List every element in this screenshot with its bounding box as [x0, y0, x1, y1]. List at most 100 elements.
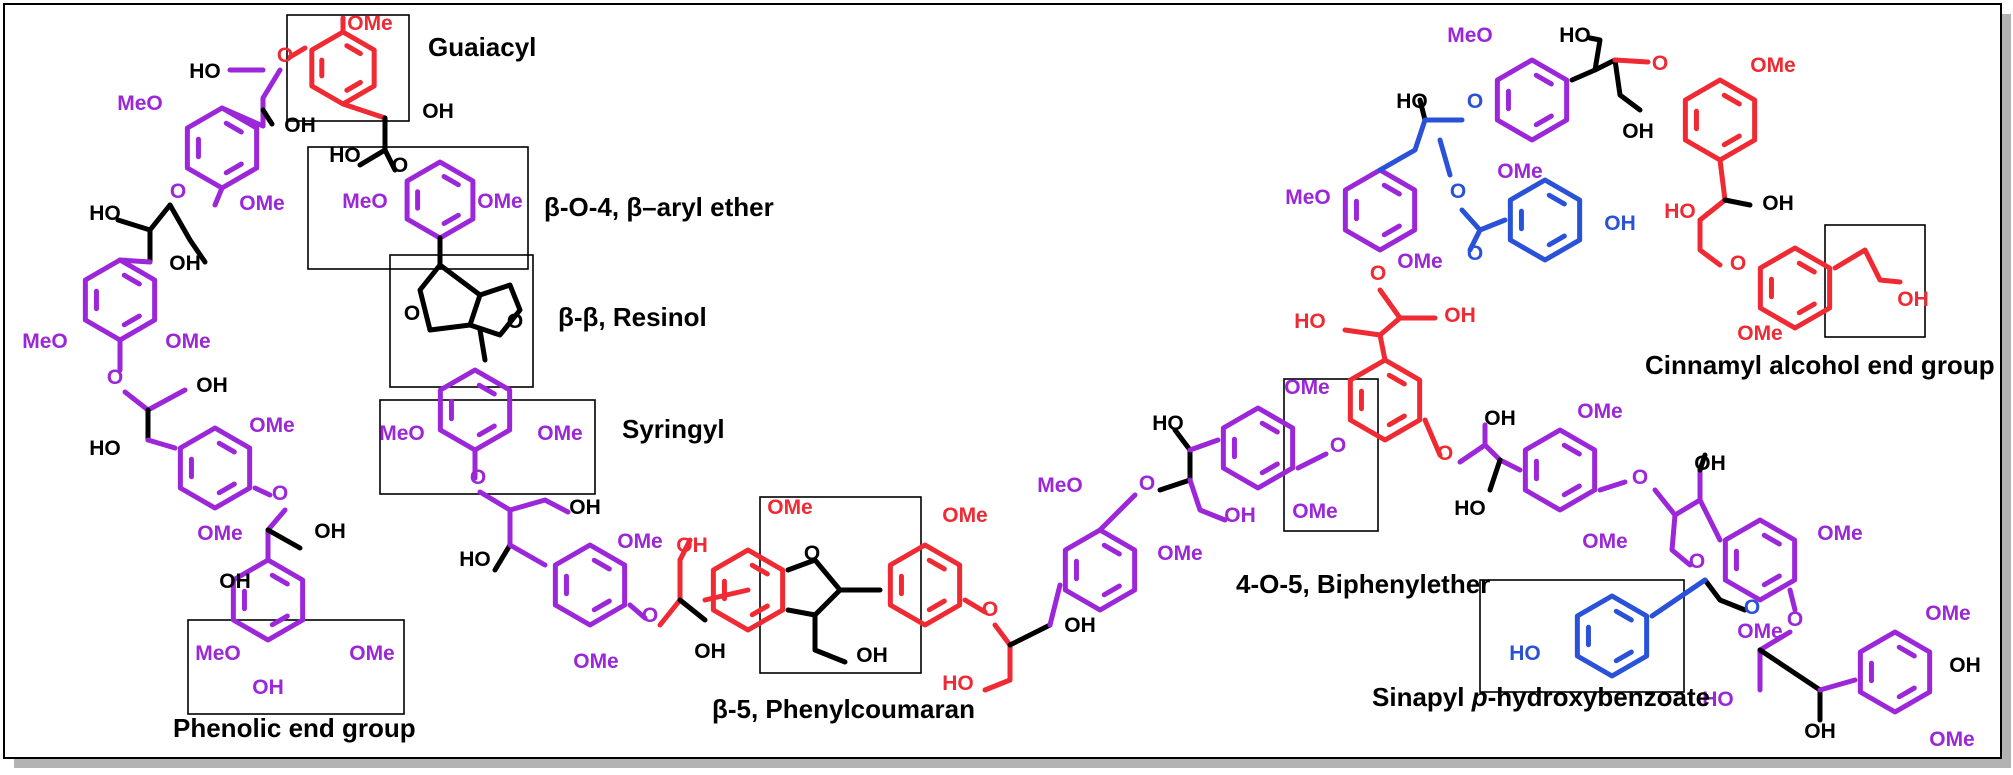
- bond-chain: [1487, 457, 1503, 493]
- ome-center: OMe: [617, 530, 663, 553]
- o-lower-b: O: [1787, 608, 1803, 631]
- double-bond: [1546, 233, 1567, 248]
- bond-chain: [117, 257, 153, 265]
- phenolic-end-ring: [230, 557, 306, 643]
- o-upper: O: [1370, 262, 1386, 285]
- hydroxybenzoate-ring-lower: [1574, 593, 1650, 679]
- meo-syr: MeO: [379, 422, 425, 445]
- syringyl-ring-4o5-mid: [1220, 405, 1296, 491]
- bond-chain: [467, 282, 523, 338]
- bond-chain: [1697, 452, 1708, 473]
- oh-lower-b: OH: [1694, 452, 1726, 475]
- bond-chain: [265, 527, 303, 551]
- beta-o-4-box: [307, 146, 529, 270]
- bond-chain: [1817, 677, 1858, 693]
- meo-b4: MeO: [342, 190, 388, 213]
- double-bond: [344, 79, 363, 93]
- bond-chain: [212, 185, 225, 208]
- oh-end: OH: [252, 676, 284, 699]
- ome-lower-a2: OMe: [1582, 530, 1628, 553]
- o-2: O: [107, 366, 123, 389]
- double-bond: [216, 481, 237, 496]
- oh-guaiacyl-chain: OH: [422, 100, 454, 123]
- bond-chain: [1597, 479, 1628, 493]
- o-coumaran: O: [804, 542, 820, 565]
- bond-chain: [1697, 217, 1723, 268]
- bond-chain: [1612, 57, 1643, 113]
- double-bond: [749, 562, 770, 577]
- meo-end: MeO: [195, 642, 241, 665]
- bond-chain: [1097, 492, 1138, 533]
- double-bond: [1386, 413, 1407, 428]
- meo-upper: MeO: [1285, 186, 1331, 209]
- double-bond: [216, 440, 237, 455]
- double-bond: [1761, 573, 1782, 588]
- ome-1: OMe: [239, 192, 285, 215]
- label-beta-beta: β-β, Resinol: [558, 302, 707, 332]
- ome-3: OMe: [249, 414, 295, 437]
- ome-coumaran: OMe: [767, 496, 813, 519]
- bond-chain: [1007, 622, 1053, 648]
- double-bond: [926, 557, 947, 572]
- oh-lower-a: OH: [1484, 407, 1516, 430]
- ome-guaiacyl-top: OMe: [347, 12, 393, 35]
- ome-lower-b: OMe: [1817, 522, 1863, 545]
- ome-cinnamyl: OMe: [1737, 322, 1783, 345]
- oh-center: OH: [694, 640, 726, 663]
- double-bond: [1381, 182, 1402, 197]
- double-bond: [269, 613, 290, 628]
- o-center: O: [642, 604, 658, 627]
- bond-chain: [1295, 451, 1329, 471]
- oh-2: OH: [169, 252, 201, 275]
- phenylcoumaran-box: [759, 496, 922, 674]
- bond-chain: [982, 677, 1013, 693]
- double-bond: [1796, 301, 1817, 316]
- bond-chain: [627, 602, 648, 621]
- ome-upper: OMe: [1397, 250, 1443, 273]
- bond-chain: [1417, 97, 1428, 123]
- oh-4b: OH: [314, 520, 346, 543]
- bond-chain: [812, 612, 848, 665]
- double-bond: [441, 212, 461, 227]
- bond-chain: [1787, 587, 1798, 613]
- ho-lower-c: HO: [1702, 688, 1734, 711]
- bond-chain: [1377, 287, 1403, 321]
- label-sinapyl: Sinapyl p-hydroxybenzoate: [1372, 682, 1710, 712]
- bond-chain: [1172, 427, 1193, 453]
- ome-4o5-mid-b: OMe: [1292, 500, 1338, 523]
- syringyl-ring-center: [552, 542, 628, 628]
- oh-red-chain: OH: [1762, 192, 1794, 215]
- bond-chain: [677, 537, 693, 563]
- double-bond: [1721, 133, 1742, 148]
- bond-chain: [1047, 582, 1063, 628]
- double-bond: [344, 43, 363, 57]
- double-bond: [1761, 532, 1782, 547]
- ome-4o5: OMe: [1157, 542, 1203, 565]
- ho-4o5: HO: [1152, 412, 1184, 435]
- bond-chain: [1422, 417, 1443, 458]
- bond-chain: [962, 597, 988, 615]
- ome-top-right: OMe: [1497, 160, 1543, 183]
- syringyl-ring-top-right: [1494, 57, 1570, 143]
- label-beta-o-4: β-O-4, β–aryl ether: [544, 192, 774, 222]
- o-lower-carbonyl: O: [1744, 596, 1760, 619]
- ome-lower-a: OMe: [1577, 400, 1623, 423]
- double-bond: [1259, 420, 1280, 435]
- bond-chain: [1187, 477, 1228, 523]
- oh-lower-c: OH: [1804, 720, 1836, 743]
- hydroxybenzoate-ring-upper: [1507, 177, 1583, 263]
- syringyl-ring-lower-end: [1857, 629, 1933, 715]
- double-bond: [1896, 685, 1917, 700]
- ho-top: HO: [189, 60, 221, 83]
- ho-3: HO: [89, 437, 121, 460]
- double-bond: [1721, 92, 1742, 107]
- o-biphenyl: O: [1330, 434, 1346, 457]
- ome-syr: OMe: [537, 422, 583, 445]
- oh-4: OH: [219, 570, 251, 593]
- o-beta-o-4: O: [392, 154, 408, 177]
- oh-red: OH: [676, 534, 708, 557]
- oh-3: OH: [196, 374, 228, 397]
- bond-chain: [1702, 577, 1748, 613]
- molecule-bonds: [82, 15, 1933, 723]
- double-bond: [223, 120, 244, 135]
